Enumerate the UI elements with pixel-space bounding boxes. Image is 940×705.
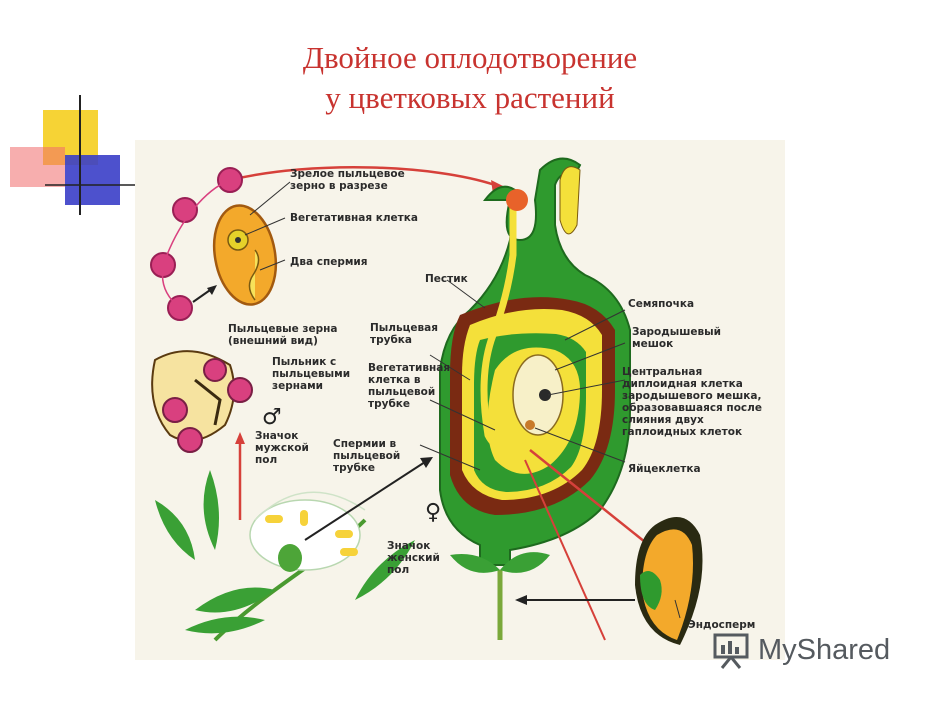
slide-title-line1: Двойное оплодотворение [302, 40, 638, 75]
label-male-sign: Значок мужской пол [255, 430, 309, 466]
male-symbol-icon: ♂ [262, 405, 282, 430]
label-endosperm: Эндосперм [688, 619, 756, 631]
label-female-sign: Значок женский пол [387, 540, 440, 576]
female-symbol-icon: ♀ [425, 500, 442, 525]
label-vegetative-cell: Вегетативная клетка [290, 212, 418, 224]
label-central-cell: Центральная диплоидная клетка зародышево… [622, 366, 762, 438]
pistil-cross-section [439, 157, 631, 566]
mypresentation-logo-icon [713, 633, 749, 669]
watermark: MyShared [712, 630, 890, 670]
label-veg-cell-tube: Вегетативная клетка в пыльцевой трубке [368, 362, 451, 410]
plant-with-flower [155, 470, 415, 642]
label-pollen-tube: Пыльцевая трубка [370, 322, 438, 346]
mature-pollen-section [212, 204, 278, 306]
watermark-text: MyShared [758, 633, 891, 666]
decorative-squares [10, 95, 135, 215]
label-pollen-grains: Пыльцевые зерна (внешний вид) [228, 323, 338, 347]
pollen-grains-chain [150, 167, 243, 321]
seedling [450, 552, 550, 640]
label-pistil: Пестик [425, 273, 468, 285]
seed-endosperm [635, 517, 703, 645]
slide-title-line2: у цветковых растений [325, 80, 615, 115]
label-anthers: Пыльник с пыльцевыми зернами [272, 356, 351, 392]
double-fertilization-diagram [135, 140, 785, 660]
label-two-sperms: Два спермия [290, 256, 368, 268]
pollen-path-arrow [229, 166, 496, 187]
label-mature-pollen: Зрелое пыльцевое зерно в разрезе [290, 168, 405, 192]
label-sperms-tube: Спермии в пыльцевой трубке [333, 438, 401, 474]
label-egg-cell: Яйцеклетка [628, 463, 701, 475]
anther-with-pollen [151, 350, 253, 453]
label-ovule: Семяпочка [628, 298, 695, 310]
label-embryo-sac: Зародышевый мешок [632, 326, 722, 350]
